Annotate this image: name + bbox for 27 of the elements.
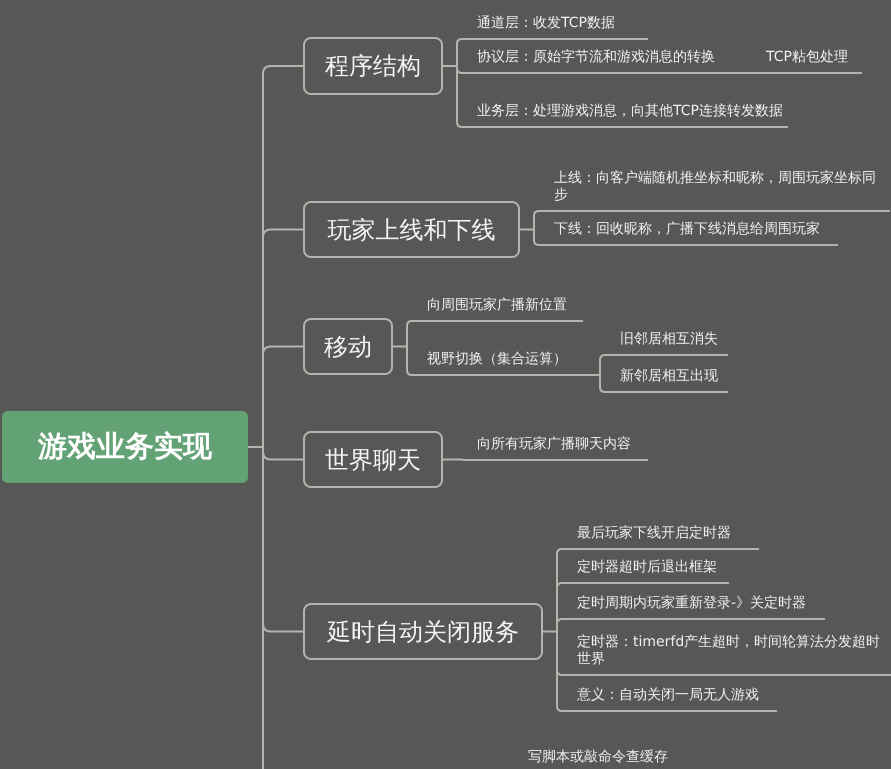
topic-text: 定时器：timerfd产生超时，时间轮算法分发超时世界	[563, 628, 891, 676]
topic-text: 旧邻居相互消失	[606, 328, 728, 356]
topic-text: 写脚本或敲命令查缓存	[528, 749, 668, 766]
topic-text: 下线：回收昵称，广播下线消息给周围玩家	[540, 218, 838, 246]
topic-text: TCP粘包处理	[752, 46, 862, 74]
topic-text: 最后玩家下线开启定时器	[563, 522, 759, 550]
topic-text: 定时器超时后退出框架	[563, 556, 729, 584]
topic-box: 延时自动关闭服务	[303, 603, 543, 660]
topic-text: 视野切换（集合运算）	[413, 348, 593, 376]
topic-text: 向所有玩家广播聊天内容	[463, 433, 648, 461]
topic-box: 游戏业务实现	[2, 411, 248, 483]
topic-box: 玩家上线和下线	[303, 201, 520, 258]
topic-box: 程序结构	[303, 37, 443, 95]
topic-text: 意义：自动关闭一局无人游戏	[563, 684, 777, 712]
topic-text: 协议层：原始字节流和游戏消息的转换	[463, 46, 738, 74]
topic-box: 世界聊天	[303, 431, 443, 488]
topic-text: 通道层：收发TCP数据	[463, 12, 648, 40]
topic-box: 移动	[303, 318, 393, 375]
topic-text: 业务层：处理游戏消息，向其他TCP连接转发数据	[463, 80, 788, 128]
branch-line	[248, 446, 264, 769]
topic-text: 上线：向客户端随机推坐标和昵称，周围玩家坐标同步	[540, 162, 890, 212]
branch-line	[520, 228, 540, 246]
topic-text: 向周围玩家广播新位置	[413, 294, 583, 322]
topic-text: 定时周期内玩家重新登录-》关定时器	[563, 592, 825, 620]
branch-line	[738, 72, 752, 74]
topic-text: 新邻居相互出现	[606, 365, 728, 393]
branch-line	[443, 458, 463, 460]
